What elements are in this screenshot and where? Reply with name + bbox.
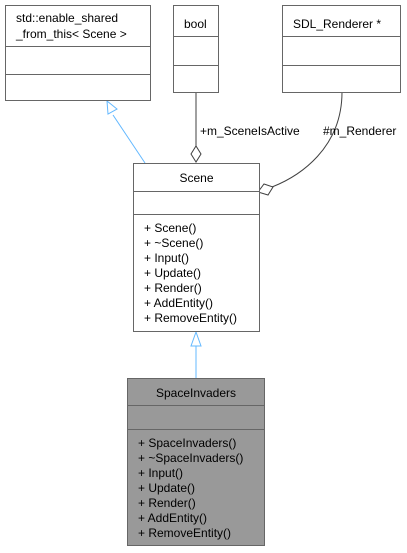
method-item: + RemoveEntity() xyxy=(144,311,238,325)
attributes-section xyxy=(174,36,218,65)
composition-diamond-renderer xyxy=(257,183,274,196)
class-title-line2: _from_this< Scene > xyxy=(16,27,127,41)
method-item: + ~Scene() xyxy=(144,236,204,250)
attributes-section xyxy=(6,46,150,74)
attributes-section xyxy=(283,36,400,65)
class-space-invaders[interactable]: SpaceInvaders + SpaceInvaders() + ~Space… xyxy=(127,378,265,546)
class-title: SpaceInvaders xyxy=(155,386,237,400)
method-item: + Update() xyxy=(144,266,202,280)
attributes-section xyxy=(134,191,259,214)
method-item: + Render() xyxy=(144,281,202,295)
class-title-line1: std::enable_shared xyxy=(16,11,119,25)
methods-section xyxy=(174,65,218,92)
class-sdl-renderer[interactable]: SDL_Renderer * xyxy=(282,5,401,93)
attributes-section xyxy=(128,405,264,429)
methods-section xyxy=(283,65,400,92)
class-title: bool xyxy=(184,17,207,31)
method-item: + Render() xyxy=(138,496,196,510)
method-item: + ~SpaceInvaders() xyxy=(138,451,244,465)
method-item: + Update() xyxy=(138,481,196,495)
method-item: + AddEntity() xyxy=(144,296,214,310)
method-item: + RemoveEntity() xyxy=(138,526,232,540)
inheritance-arrow-scene xyxy=(190,330,202,347)
inheritance-arrow-enable-shared xyxy=(106,99,118,115)
composition-diamond-bool xyxy=(190,145,202,163)
method-item: + Input() xyxy=(144,251,190,265)
edge-label-renderer: #m_Renderer xyxy=(323,124,397,138)
methods-section xyxy=(6,74,150,100)
edge-label-scene-is-active: +m_SceneIsActive xyxy=(200,124,300,138)
method-item: + Input() xyxy=(138,466,184,480)
class-bool[interactable]: bool xyxy=(173,5,219,93)
class-title: SDL_Renderer * xyxy=(293,17,382,31)
inheritance-edge-enable-shared xyxy=(112,114,146,164)
method-item: + Scene() xyxy=(144,221,197,235)
methods-section xyxy=(134,214,259,331)
class-title: Scene xyxy=(179,171,214,185)
composition-edge-renderer xyxy=(271,91,343,188)
method-item: + SpaceInvaders() xyxy=(138,436,237,450)
class-enable-shared-from-this[interactable]: std::enable_shared _from_this< Scene > xyxy=(5,5,151,101)
class-scene[interactable]: Scene + Scene() + ~Scene() + Input() + U… xyxy=(133,163,260,332)
method-item: + AddEntity() xyxy=(138,511,208,525)
methods-section xyxy=(128,429,264,545)
